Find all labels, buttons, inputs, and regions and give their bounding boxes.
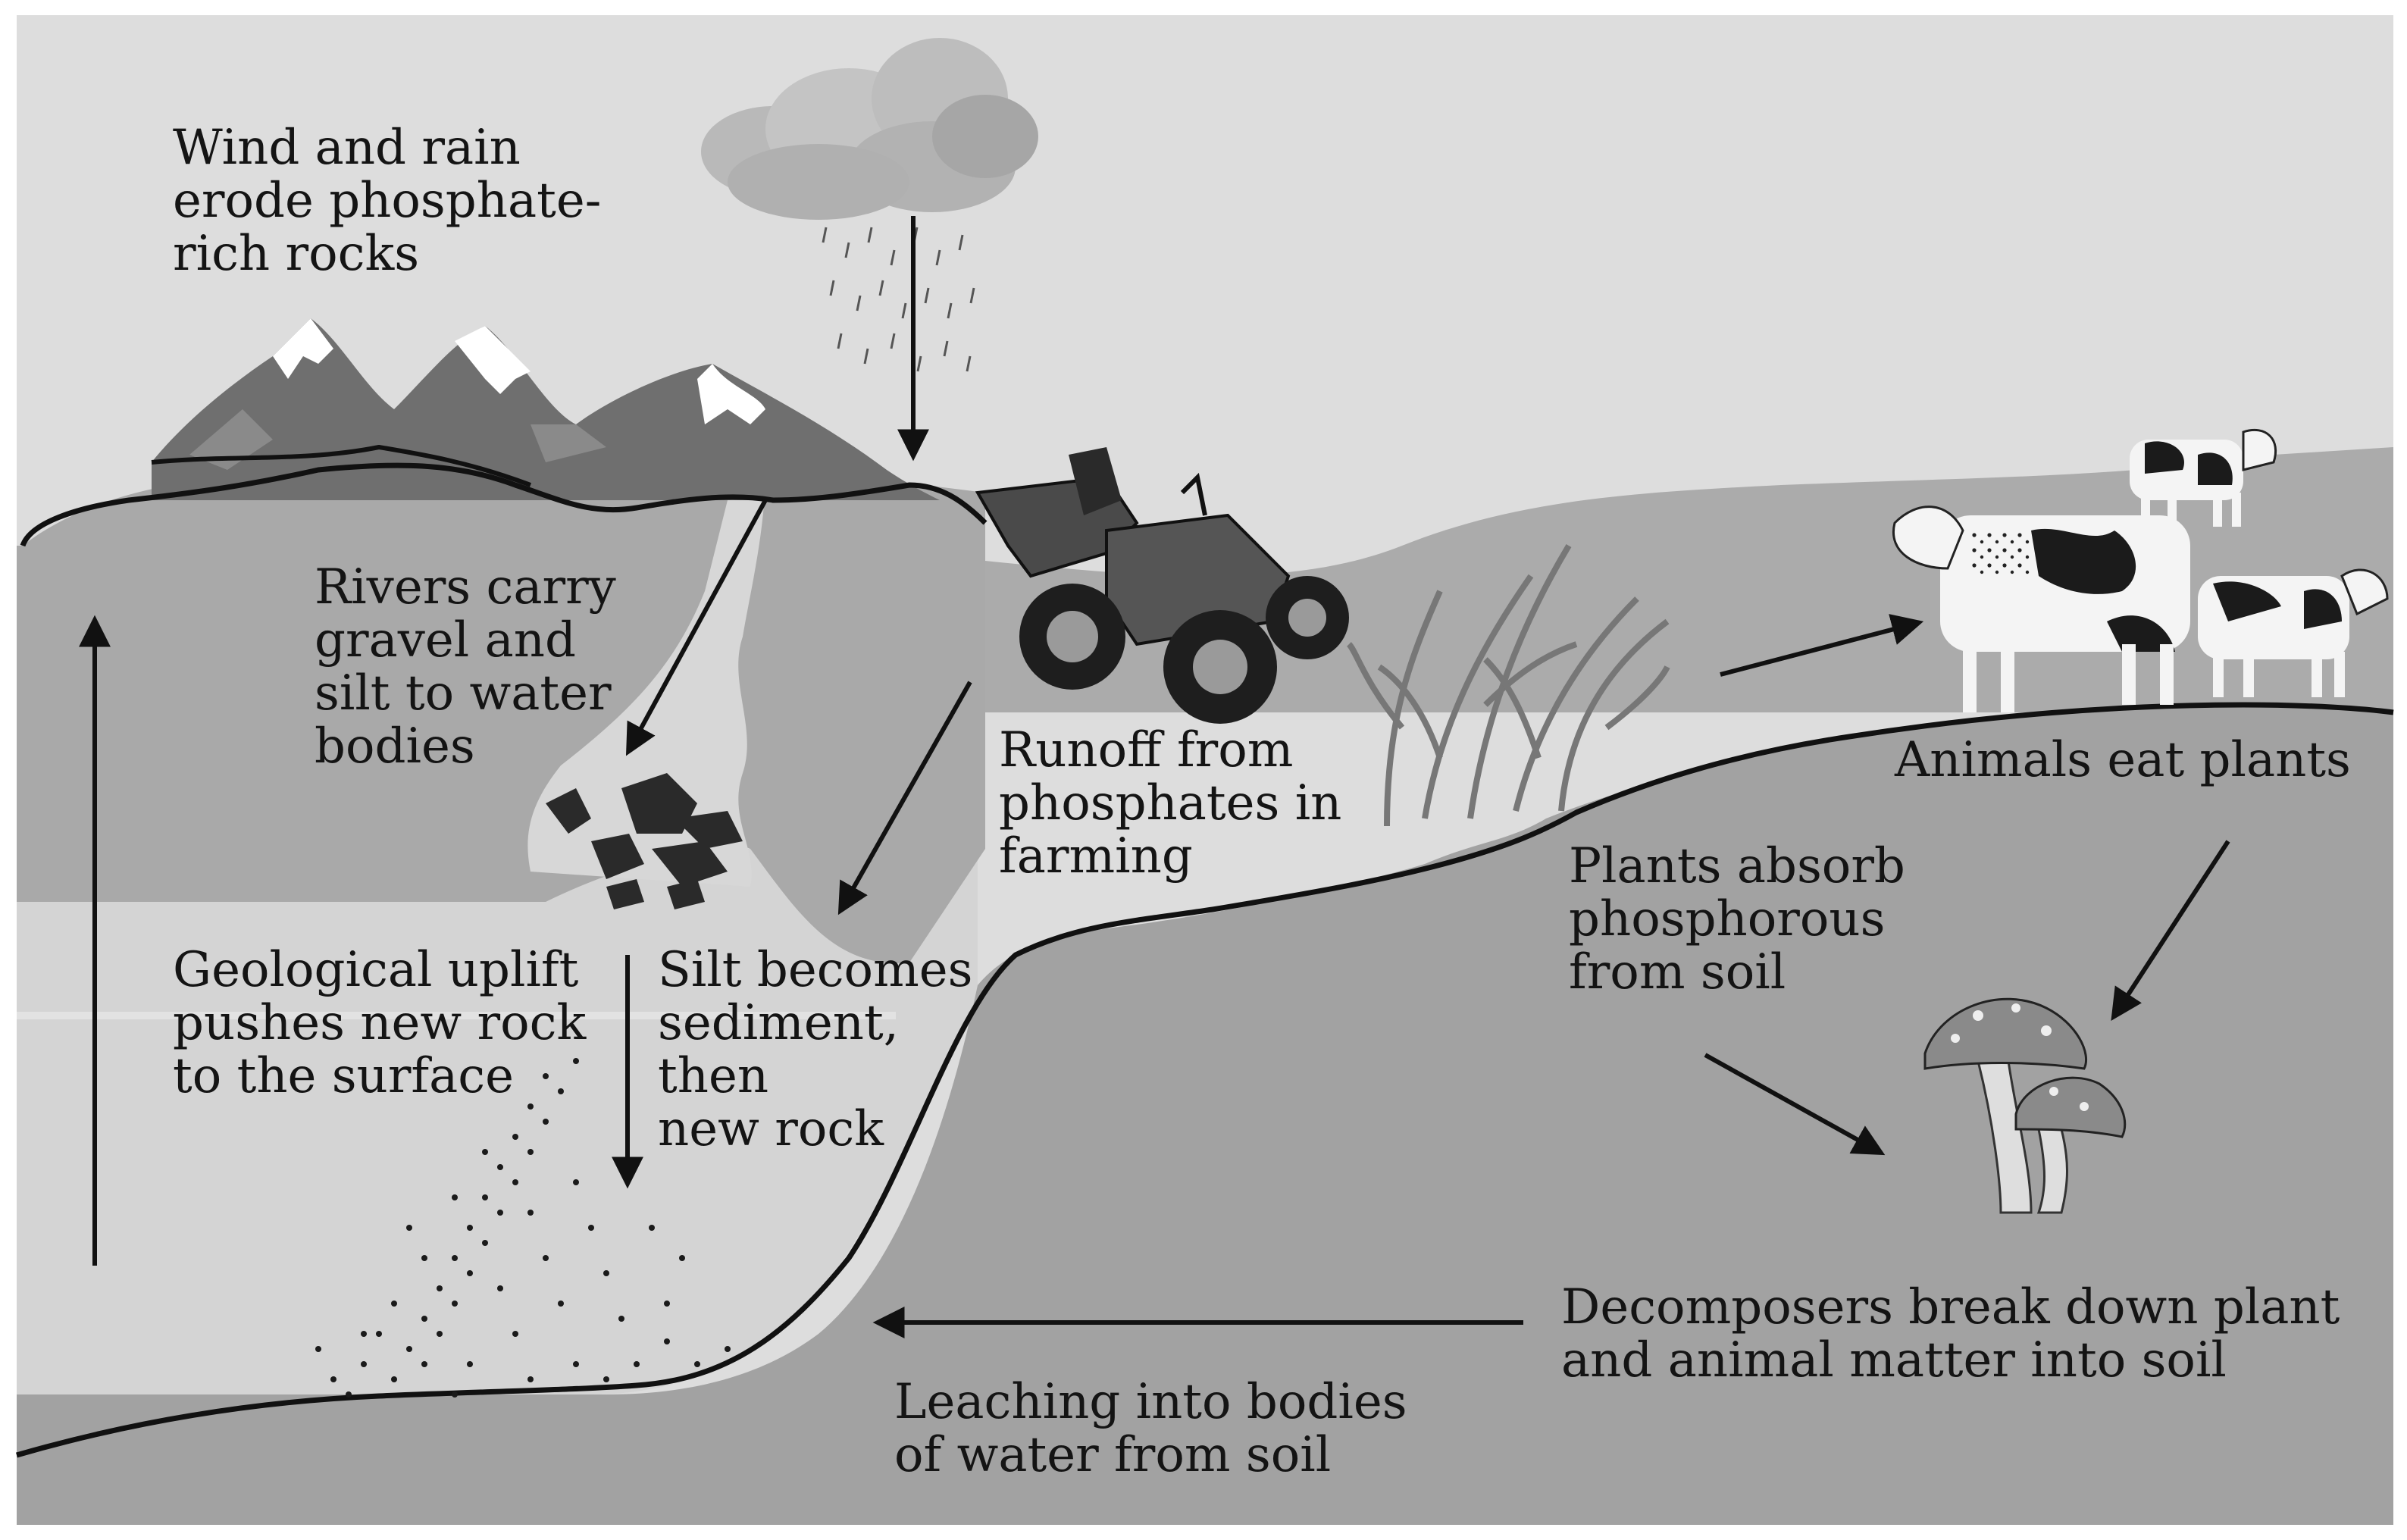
label-animals: Animals eat plants	[1895, 732, 2351, 788]
tractor-icon	[975, 447, 1349, 724]
terrain-outline-upper	[20, 462, 988, 547]
seabed	[17, 985, 978, 1525]
water-surface-line	[17, 1012, 896, 1019]
cycle-arrows	[79, 216, 2230, 1338]
label-runoff: Runoff from phosphates in farming	[999, 722, 1342, 884]
terrain-outline-lower	[16, 702, 2394, 1458]
cloud-icon	[701, 38, 1038, 220]
label-wind-rain: Wind and rain erode phosphate- rich rock…	[173, 120, 602, 282]
label-plants: Plants absorb phosphorous from soil	[1569, 838, 1905, 1000]
rocks-icon	[546, 773, 743, 909]
mushroom-icon	[1923, 997, 2127, 1214]
label-leaching: Leaching into bodies of water from soil	[894, 1374, 1407, 1483]
corn-plants-icon	[1346, 543, 1670, 827]
arrow-plants-to-decomposers	[1704, 1053, 1886, 1156]
river	[527, 409, 765, 887]
water-body	[17, 849, 978, 1394]
arrow-animals-to-decomposers	[2111, 840, 2230, 1022]
label-rivers: Rivers carry gravel and silt to water bo…	[315, 559, 616, 775]
label-decomposers: Decomposers break down plant and animal …	[1561, 1279, 2340, 1388]
label-uplift: Geological uplift pushes new rock to the…	[173, 942, 587, 1104]
cow-icon	[1892, 428, 2389, 712]
ground-lower	[978, 702, 2393, 1525]
arrow-plants-to-animals	[1720, 614, 1924, 677]
arrow-runoff	[837, 681, 972, 916]
mountain-ridge-line	[151, 444, 532, 487]
mountains-icon	[152, 318, 940, 500]
arrow-river-to-rocks	[625, 499, 768, 756]
sediment-icon	[315, 1058, 731, 1398]
label-silt: Silt becomes sediment, then new rock	[658, 942, 973, 1157]
